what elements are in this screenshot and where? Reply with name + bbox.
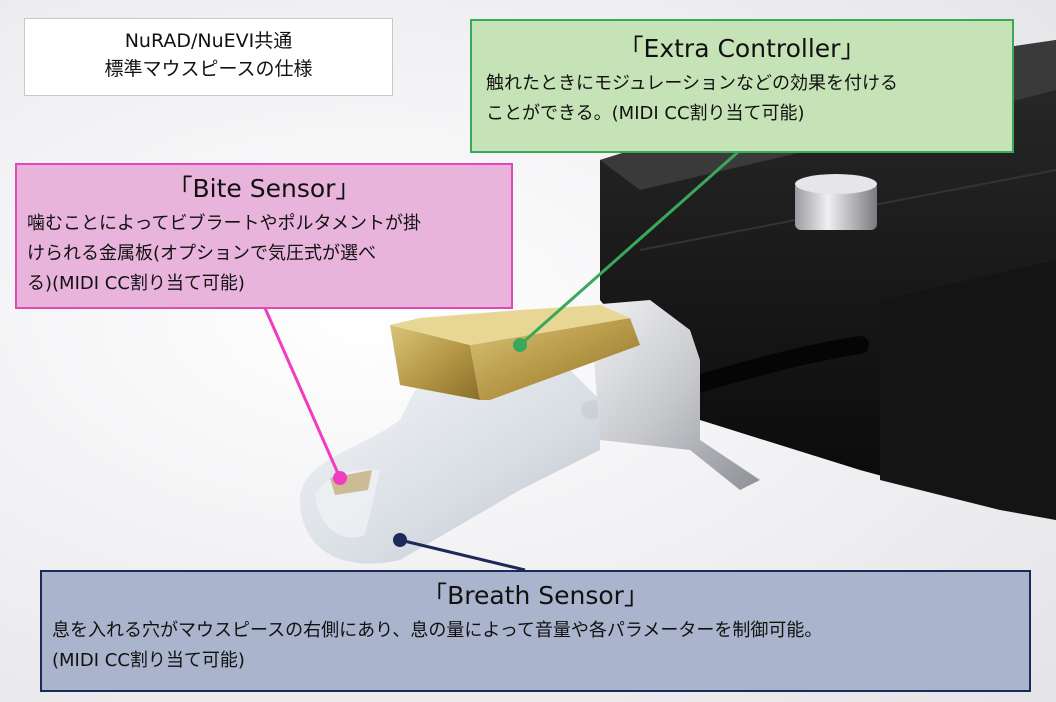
- page-title-line1: NuRAD/NuEVI共通: [124, 30, 293, 52]
- bite-sensor-callout: 「Bite Sensor」 噛むことによってビブラートやポルタメントが掛 けられ…: [15, 163, 513, 309]
- bite-sensor-desc-line3: る)(MIDI CC割り当て可能): [27, 273, 245, 294]
- extra-controller-title: 「Extra Controller」: [618, 34, 866, 63]
- breath-sensor-title: 「Breath Sensor」: [422, 581, 649, 610]
- bite-sensor-desc-line2: けられる金属板(オプションで気圧式が選べ: [27, 243, 377, 264]
- extra-controller-callout: 「Extra Controller」 触れたときにモジュレーションなどの効果を付…: [470, 19, 1014, 153]
- breath-sensor-note: (MIDI CC割り当て可能): [52, 650, 245, 671]
- extra-controller-desc-line2: ことができる。(MIDI CC割り当て可能): [486, 103, 805, 124]
- page-title-line2: 標準マウスピースの仕様: [104, 58, 313, 80]
- breath-sensor-callout: 「Breath Sensor」 息を入れる穴がマウスピースの右側にあり、息の量に…: [40, 570, 1031, 692]
- bite-plate: [390, 305, 640, 400]
- bite-sensor-title: 「Bite Sensor」: [167, 174, 361, 203]
- leader-lines: [263, 150, 739, 572]
- page-title: NuRAD/NuEVI共通 標準マウスピースの仕様: [24, 18, 393, 96]
- screw-knob: [795, 174, 877, 230]
- bite-sensor-desc-line1: 噛むことによってビブラートやポルタメントが掛: [27, 213, 422, 234]
- extra-controller-desc-line1: 触れたときにモジュレーションなどの効果を付ける: [486, 73, 899, 94]
- breath-sensor-desc: 息を入れる穴がマウスピースの右側にあり、息の量によって音量や各パラメーターを制御…: [52, 620, 823, 641]
